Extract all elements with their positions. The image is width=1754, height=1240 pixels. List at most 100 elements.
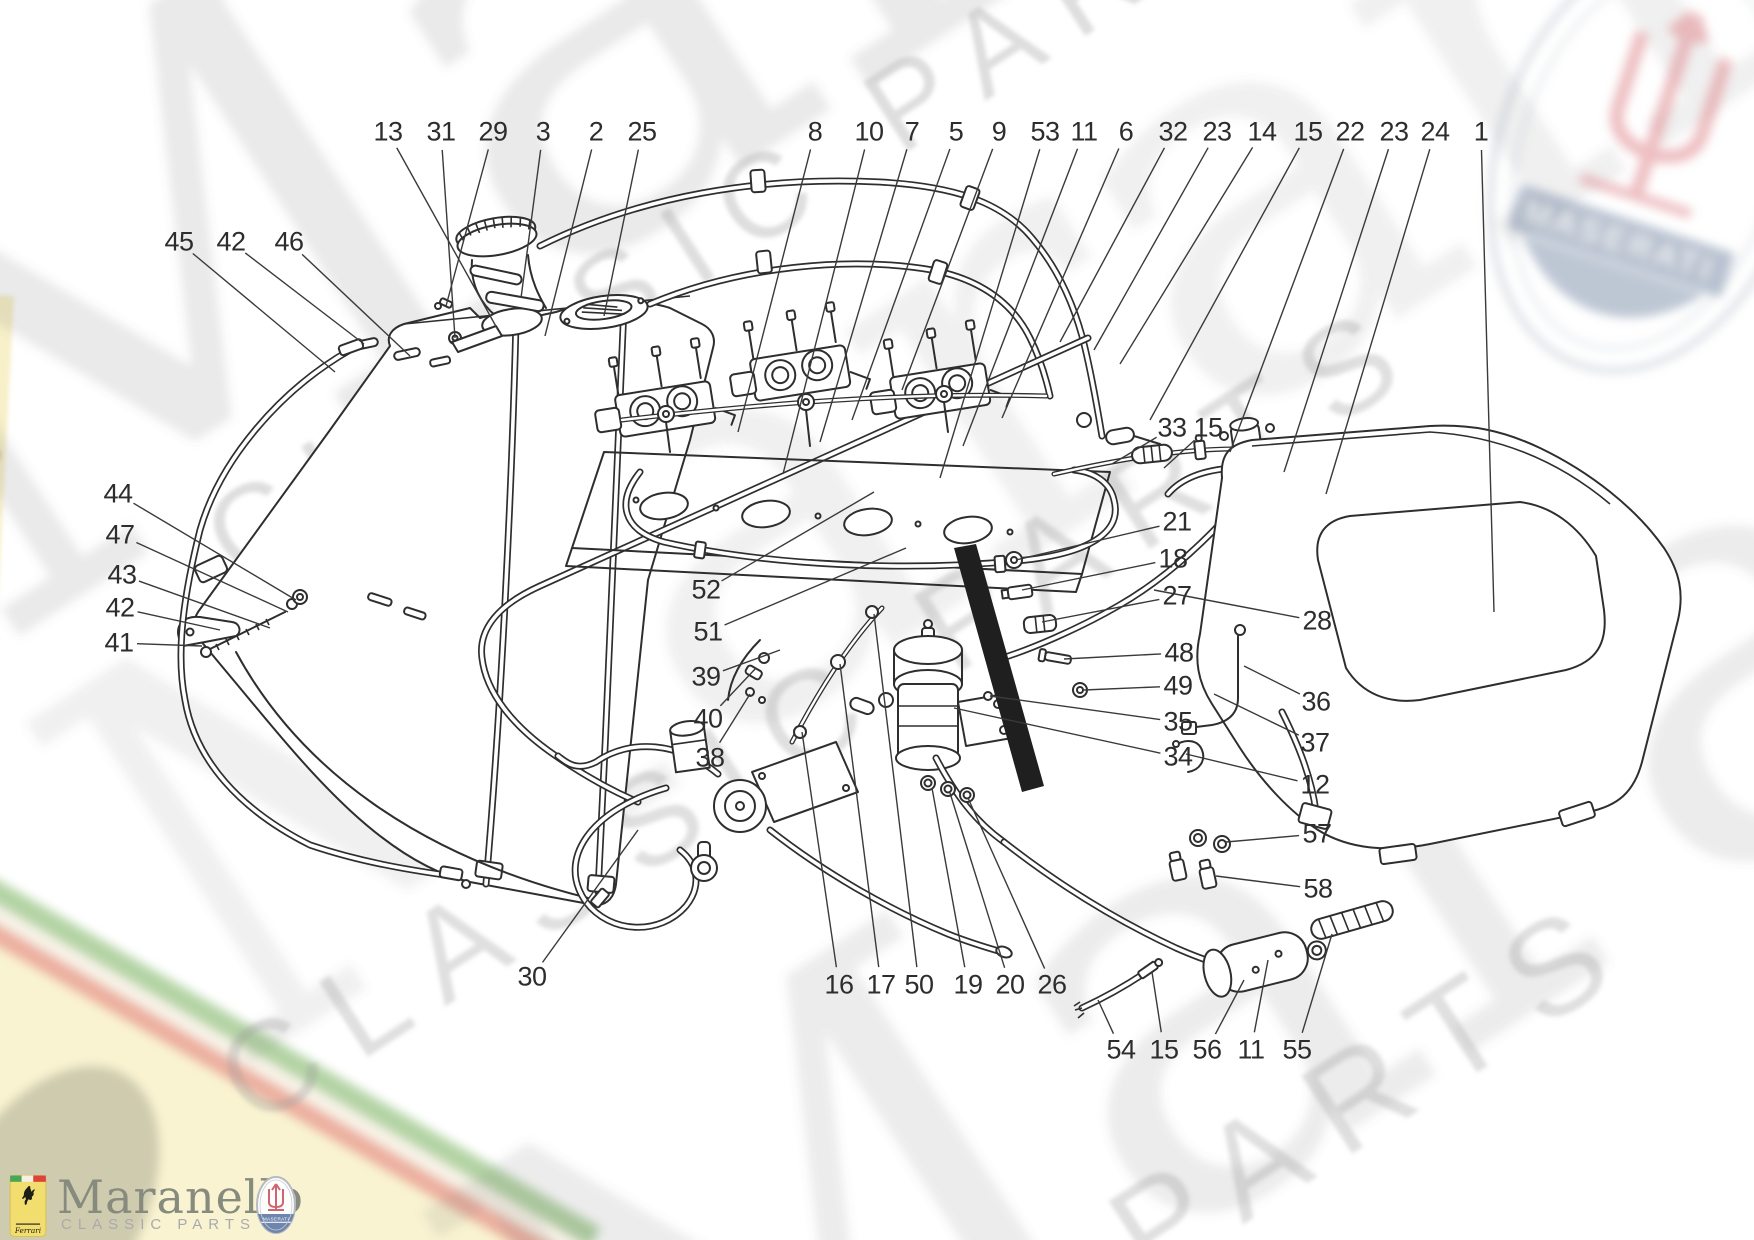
part-number-label: 1 — [1473, 116, 1489, 147]
leader-line — [819, 149, 908, 443]
leader-line — [1093, 147, 1209, 351]
part-number-label: 11 — [1070, 116, 1098, 147]
part-number-label: 46 — [274, 226, 304, 257]
part-number-label: 2 — [588, 116, 604, 147]
maserati-oval-watermark: MASERATI — [1488, 0, 1754, 373]
part-number-label: 58 — [1303, 873, 1333, 904]
fuel-rail-hose — [622, 466, 1119, 574]
part-number-label: 6 — [1118, 116, 1134, 147]
part-number-label: 41 — [104, 627, 134, 658]
leader-line — [137, 611, 221, 631]
leader-line — [1097, 999, 1115, 1034]
part-number-label: 55 — [1282, 1034, 1312, 1065]
part-number-label: 26 — [1037, 969, 1067, 1000]
leader-line — [1119, 146, 1254, 365]
part-number-label: 31 — [426, 116, 456, 147]
fuel-sender-plate — [559, 294, 649, 330]
part-number-label: 44 — [103, 478, 133, 509]
part-number-label: 19 — [953, 969, 983, 1000]
ferrari-badge-text: Ferrari — [14, 1226, 41, 1235]
leader-line — [1163, 439, 1196, 469]
part-number-label: 5 — [948, 116, 964, 147]
fuel-filter — [1202, 931, 1327, 998]
fuel-hose-piece — [1073, 958, 1164, 1019]
leader-line — [1185, 753, 1298, 782]
maserati-oval-logo: MASERATI — [256, 1176, 296, 1234]
part-number-label: 9 — [991, 116, 1007, 147]
leader-line — [441, 149, 456, 339]
leader-line — [931, 787, 966, 968]
part-number-label: 24 — [1420, 116, 1450, 147]
part-number-label: 42 — [216, 226, 246, 257]
part-number-label: 47 — [105, 519, 135, 550]
leader-line — [192, 252, 336, 373]
ferrari-shield-watermark — [0, 858, 601, 1240]
leader-line — [1243, 665, 1301, 695]
part-number-label: 32 — [1158, 116, 1188, 147]
leader-line — [1111, 436, 1157, 465]
part-number-label: 53 — [1030, 116, 1060, 147]
leader-line — [1325, 149, 1431, 495]
leader-line — [801, 731, 838, 968]
part-number-label: 38 — [695, 742, 725, 773]
pointer-wedge — [954, 544, 1044, 792]
part-number-label: 42 — [105, 592, 135, 623]
part-number-label: 8 — [807, 116, 823, 147]
ferrari-badge-sliver-watermark — [0, 295, 14, 676]
part-number-label: 23 — [1379, 116, 1409, 147]
part-number-label: 33 — [1157, 412, 1187, 443]
tank-strap — [177, 338, 471, 889]
part-number-label: 18 — [1158, 543, 1188, 574]
leader-line — [1225, 834, 1300, 843]
leader-line — [1213, 693, 1300, 736]
part-number-label: 29 — [478, 116, 508, 147]
part-number-label: 43 — [107, 559, 137, 590]
leader-line — [136, 642, 203, 647]
part-number-label: 25 — [627, 116, 657, 147]
part-number-label: 10 — [854, 116, 884, 147]
part-number-label: 37 — [1300, 727, 1330, 758]
part-number-label: 45 — [164, 226, 194, 257]
leader-line — [1153, 589, 1300, 619]
part-number-label: 20 — [995, 969, 1025, 1000]
leader-line — [1301, 933, 1333, 1033]
part-number-label: 21 — [1162, 506, 1192, 537]
tank-top-hoses — [536, 168, 1106, 440]
leader-line — [1214, 979, 1245, 1035]
part-number-label: 49 — [1163, 670, 1193, 701]
part-number-label: 39 — [691, 661, 721, 692]
part-number-label: 22 — [1335, 116, 1365, 147]
leader-line — [1059, 147, 1166, 343]
intake-manifold — [565, 451, 1111, 593]
part-number-label: 28 — [1302, 605, 1332, 636]
leader-line — [133, 502, 297, 601]
leader-line — [718, 693, 751, 744]
leader-line — [138, 580, 271, 629]
part-number-label: 35 — [1163, 706, 1193, 737]
leader-line — [1149, 147, 1300, 421]
leader-line — [953, 707, 1161, 754]
leader-line — [301, 253, 411, 357]
outlet-hose — [1000, 838, 1220, 967]
part-number-label: 13 — [373, 116, 403, 147]
leader-line — [851, 148, 951, 421]
leader-line — [967, 797, 1046, 969]
leader-line — [989, 695, 1161, 721]
left-fuel-tank — [192, 295, 715, 906]
footer-brand-tagline: CLASSIC PARTS — [61, 1216, 256, 1233]
part-number-label: 23 — [1202, 116, 1232, 147]
part-number-label: 48 — [1164, 637, 1194, 668]
part-number-label: 15 — [1193, 412, 1223, 443]
fuel-filler-cap — [455, 215, 547, 337]
part-number-label: 36 — [1301, 686, 1331, 717]
leader-line — [520, 149, 542, 299]
part-number-label: 16 — [824, 969, 854, 1000]
leader-line — [901, 148, 994, 391]
leader-line — [782, 149, 866, 475]
part-number-label: 30 — [517, 961, 547, 992]
part-number-label: 17 — [866, 969, 896, 1000]
leader-line — [722, 649, 781, 672]
leader-line — [939, 149, 1041, 479]
